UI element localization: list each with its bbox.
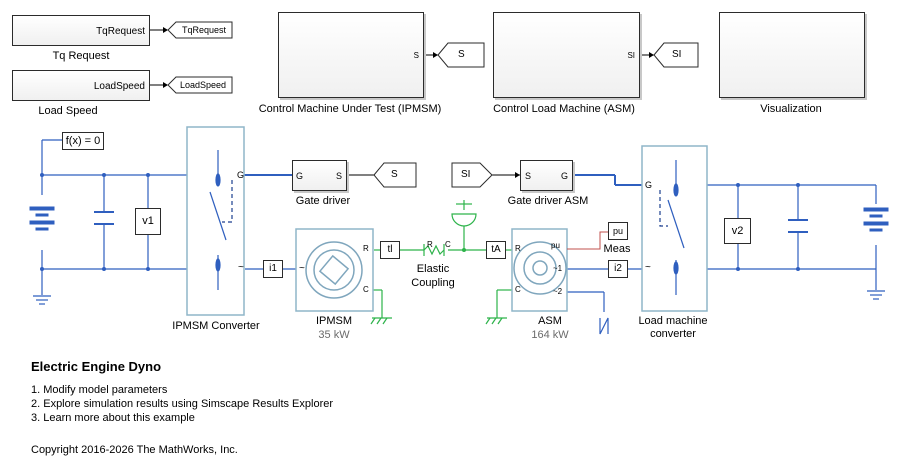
- ipmsm-converter-label: IPMSM Converter: [172, 320, 260, 332]
- battery-right-icon: [863, 207, 889, 232]
- battery-left-icon: [29, 206, 55, 231]
- control-ipmsm-block[interactable]: S: [278, 12, 424, 98]
- load-speed-goto-tag[interactable]: LoadSpeed: [180, 80, 227, 90]
- gate-driver-asm-s-port: S: [525, 171, 532, 181]
- load-converter-box[interactable]: [641, 145, 708, 312]
- capacitor-right-icon: [788, 219, 808, 233]
- gate-driver-asm-block[interactable]: S G: [520, 160, 573, 191]
- asm-rating: 164 kW: [531, 329, 569, 341]
- gate-driver-s-port: S: [335, 171, 342, 181]
- ipmsm-converter-ac-port: ~: [238, 262, 244, 273]
- capacitor-left-icon: [94, 211, 114, 225]
- coupling-c-port: C: [445, 240, 451, 249]
- current-sensor-i2[interactable]: i2: [608, 260, 628, 278]
- ipmsm-converter-g-port: G: [237, 170, 245, 180]
- asm-label: ASM: [538, 315, 562, 327]
- tq-request-block[interactable]: TqRequest: [12, 15, 150, 46]
- gate-driver-asm-label: Gate driver ASM: [507, 195, 589, 207]
- load-converter-g-port: G: [645, 180, 653, 190]
- meas-line: [567, 231, 608, 250]
- visualization-label: Visualization: [760, 103, 822, 115]
- gate-driver-asm-g-port: G: [560, 171, 568, 181]
- mech-ref-left-icon: [370, 317, 392, 325]
- asm-motor-icon: [513, 241, 567, 295]
- tq-request-label: Tq Request: [52, 50, 110, 62]
- ipmsm-converter-box[interactable]: [186, 126, 245, 316]
- switch-icon-left: [209, 150, 233, 290]
- load-speed-label: Load Speed: [38, 105, 98, 117]
- elastic-coupling-icon[interactable]: [423, 244, 445, 256]
- load-converter-ac-port: ~: [645, 262, 651, 273]
- voltage-sensor-v2[interactable]: v2: [724, 218, 751, 244]
- gate-driver-block[interactable]: G S: [292, 160, 347, 191]
- asm-r-port: R: [515, 244, 521, 253]
- arrowheads: [163, 27, 654, 178]
- ipmsm-c-port: C: [363, 285, 369, 294]
- gate-driver-from-tag[interactable]: S: [391, 169, 398, 180]
- electrical-wires: [41, 139, 877, 312]
- control-asm-label: Control Load Machine (ASM): [493, 103, 635, 115]
- asm-ac1-port: ~1: [553, 264, 563, 273]
- goto-from-tags: [167, 21, 699, 188]
- load-speed-block[interactable]: LoadSpeed: [12, 70, 150, 101]
- gate-driver-asm-from-tag[interactable]: SI: [461, 169, 471, 180]
- neutral-icon: [599, 317, 609, 335]
- control-ipmsm-port-label: S: [413, 51, 419, 60]
- gate-driver-g-port: G: [296, 171, 304, 181]
- junction-dots: [40, 173, 800, 271]
- ipmsm-ac-port: ~: [299, 263, 305, 274]
- gate-driver-label: Gate driver: [295, 195, 351, 207]
- control-ipmsm-goto-tag[interactable]: S: [458, 49, 465, 60]
- visualization-block[interactable]: [719, 12, 865, 98]
- ipmsm-label: IPMSM: [315, 315, 353, 327]
- solver-configuration-block[interactable]: f(x) = 0: [62, 132, 104, 150]
- tq-request-port-label: TqRequest: [96, 26, 145, 37]
- asm-pu-port: pu: [551, 241, 560, 250]
- copyright: Copyright 2016-2026 The MathWorks, Inc.: [31, 444, 238, 456]
- control-ipmsm-label: Control Machine Under Test (IPMSM): [258, 103, 442, 115]
- ground-right-icon: [867, 290, 885, 300]
- torque-sensor-tl[interactable]: tl: [380, 241, 400, 259]
- switch-icon-right: [659, 160, 685, 295]
- ground-left-icon: [33, 295, 51, 305]
- mech-ref-right-icon: [485, 317, 507, 325]
- current-sensor-i1[interactable]: i1: [263, 260, 283, 278]
- tq-request-goto-tag[interactable]: TqRequest: [182, 25, 227, 35]
- asm-ac2-port: ~2: [553, 287, 563, 296]
- control-asm-goto-tag[interactable]: SI: [672, 49, 682, 60]
- ipmsm-motor-icon: [305, 241, 363, 299]
- control-asm-block[interactable]: SI: [493, 12, 640, 98]
- link-learn-more[interactable]: 3. Learn more about this example: [31, 412, 195, 424]
- ipmsm-rating: 35 kW: [318, 329, 350, 341]
- link-modify-parameters[interactable]: 1. Modify model parameters: [31, 384, 168, 396]
- ipmsm-r-port: R: [363, 244, 369, 253]
- load-speed-port-label: LoadSpeed: [93, 81, 145, 92]
- load-converter-label: Load machine converter: [638, 315, 708, 340]
- voltage-sensor-v1[interactable]: v1: [135, 208, 161, 235]
- meas-label: Meas: [603, 243, 631, 255]
- meas-port-block[interactable]: pu: [608, 222, 628, 240]
- torque-sensor-ta[interactable]: tA: [486, 241, 506, 259]
- coupling-r-port: R: [427, 240, 433, 249]
- link-results-explorer[interactable]: 2. Explore simulation results using Sims…: [31, 398, 334, 410]
- asm-c-port: C: [515, 285, 521, 294]
- page-title: Electric Engine Dyno: [31, 359, 162, 374]
- elastic-coupling-label: Elastic Coupling: [411, 263, 455, 289]
- mechanical-dots: [462, 248, 466, 252]
- control-asm-port-label: SI: [627, 51, 635, 60]
- inertia-icon: [451, 200, 477, 227]
